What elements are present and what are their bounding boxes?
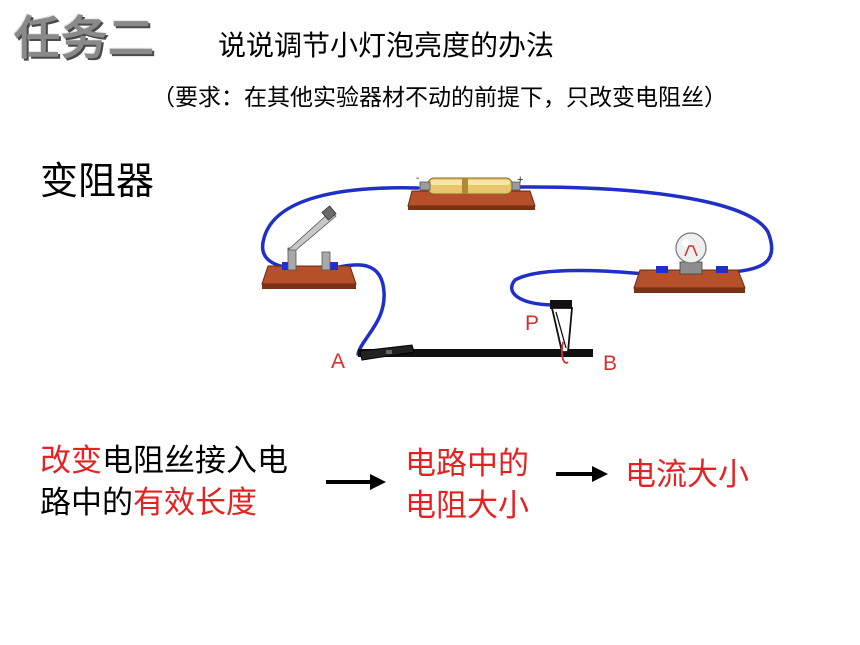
task-requirement: （要求：在其他实验器材不动的前提下，只改变电阻丝） [152,85,727,111]
slider-p-label: P [525,312,540,335]
lamp [633,232,746,293]
cause-effective-length: 有效长度 [133,485,257,521]
slider-p [550,300,573,364]
task-description: 说说调节小灯泡亮度的办法 [218,29,555,62]
resistance-wire [358,344,593,361]
svg-text:+: + [517,174,523,186]
cause-object: 电阻丝接入电 [102,443,288,479]
cause-verb: 改变 [40,443,102,479]
circuit-wires [260,185,774,356]
wire-battery-to-lamp [518,185,774,274]
section-title: 变阻器 [40,159,155,203]
resistance-text: 电路中的 电阻大小 [405,443,529,527]
task-title: 任务二 [14,11,155,65]
wire-battery-to-switch [260,186,420,270]
arrow-resistance-to-current [556,466,608,482]
resistance-text-line2: 电阻大小 [405,488,529,524]
resistance-text-line1: 电路中的 [405,446,529,482]
arrow-cause-to-resistance [326,474,386,490]
current-text: 电流大小 [625,457,749,493]
knife-switch [261,205,357,289]
battery: - + [407,173,536,210]
svg-text:-: - [416,173,419,184]
point-b-label: B [603,352,618,375]
point-a-label: A [331,350,346,373]
cause-text: 改变电阻丝接入电 路中的有效长度 [40,440,288,524]
cause-middle: 路中的 [40,485,133,521]
wire-switch-to-a [333,263,386,356]
wire-lamp-to-p [510,268,666,307]
